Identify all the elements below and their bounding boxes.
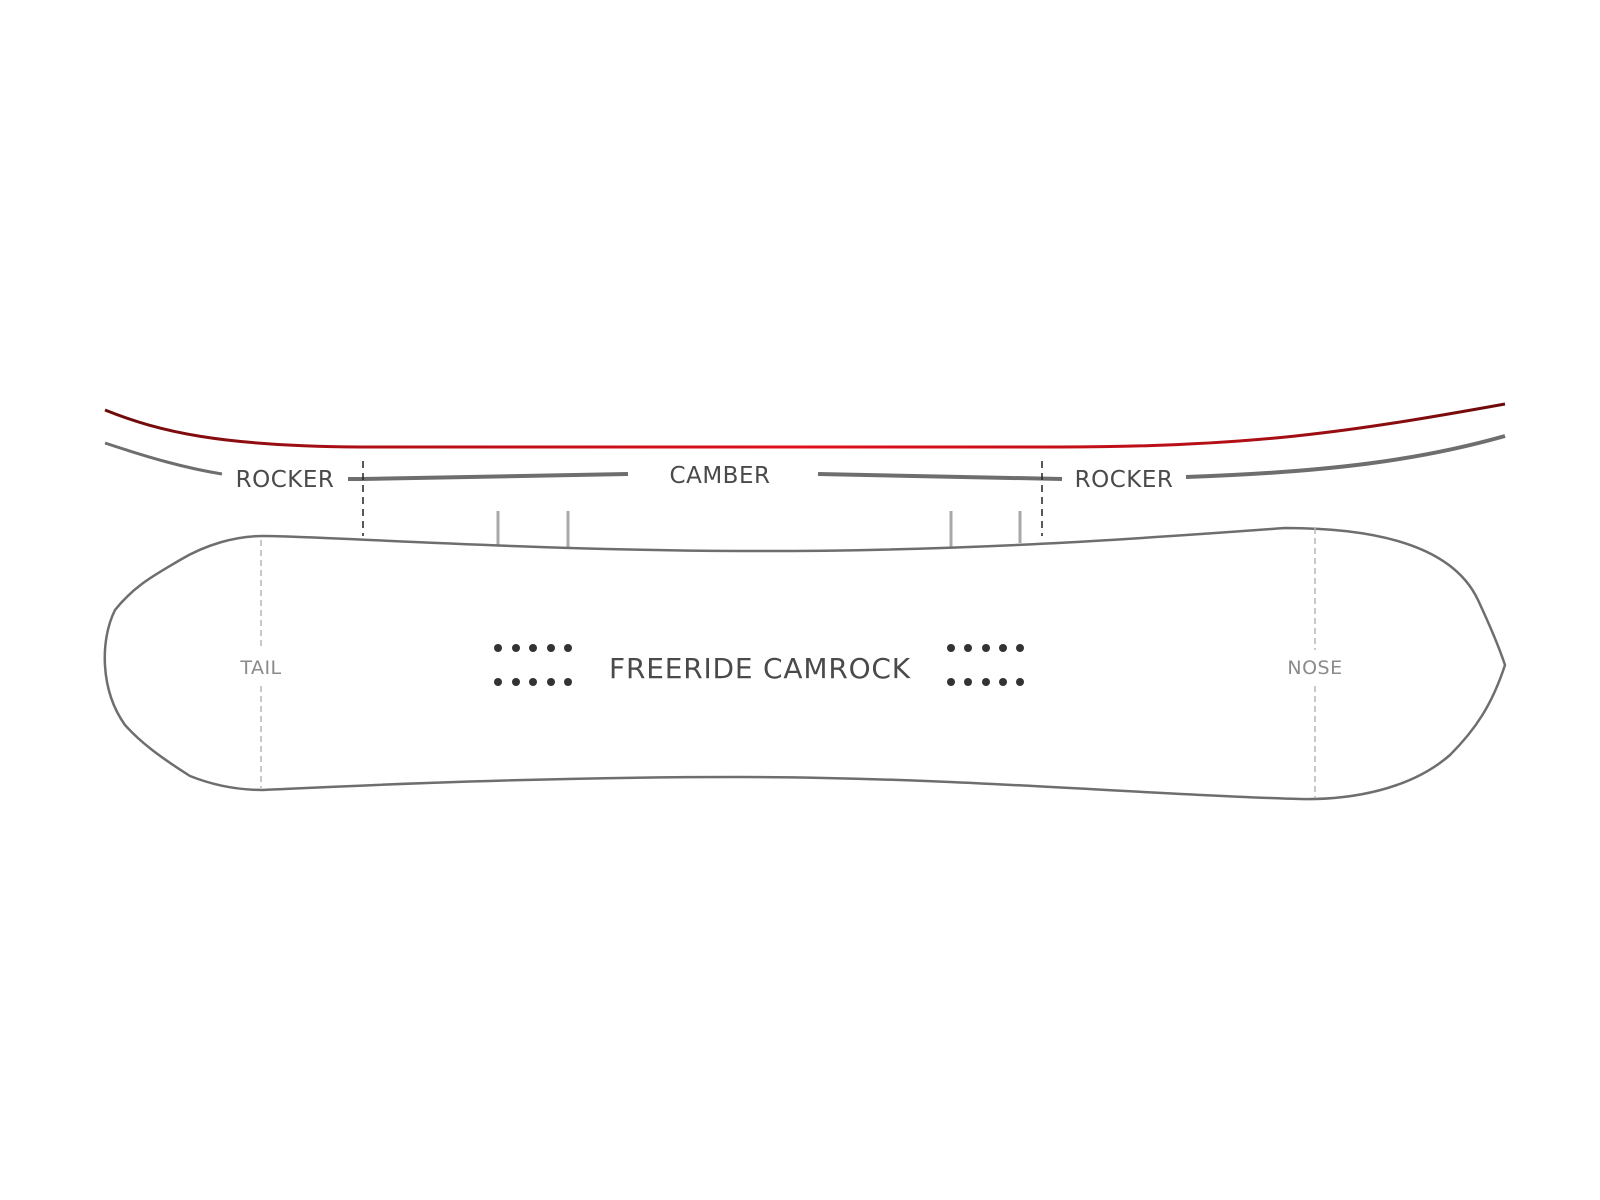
- nose-label: NOSE: [1287, 657, 1342, 679]
- insert-dot: [964, 678, 972, 686]
- insert-dot: [564, 644, 572, 652]
- profile-zone-line: [104, 434, 1506, 481]
- insert-dot: [1016, 644, 1024, 652]
- rocker-left-label: ROCKER: [236, 467, 335, 493]
- insert-dot: [964, 644, 972, 652]
- insert-dot: [947, 678, 955, 686]
- insert-dot: [999, 678, 1007, 686]
- camber-right-segment: [817, 472, 1063, 481]
- camber-label: CAMBER: [670, 463, 771, 489]
- insert-dot: [547, 644, 555, 652]
- insert-dot: [547, 678, 555, 686]
- right-insert-pattern-icon: [947, 644, 1024, 686]
- rocker-right-label: ROCKER: [1075, 467, 1174, 493]
- insert-dot: [999, 644, 1007, 652]
- insert-dot: [564, 678, 572, 686]
- left-insert-pattern-icon: [494, 644, 572, 686]
- insert-dot: [529, 678, 537, 686]
- insert-dot: [982, 644, 990, 652]
- board-title: FREERIDE CAMROCK: [609, 652, 911, 685]
- insert-dot: [947, 644, 955, 652]
- insert-dot: [494, 678, 502, 686]
- rocker-right-segment: [1185, 434, 1506, 479]
- insert-dot: [982, 678, 990, 686]
- rocker-left-segment: [104, 441, 223, 476]
- insert-dot: [1016, 678, 1024, 686]
- insert-dot: [512, 678, 520, 686]
- insert-dot: [529, 644, 537, 652]
- stance-markers: [496, 511, 1022, 549]
- camber-profile-line: [104, 402, 1506, 449]
- insert-dot: [512, 644, 520, 652]
- snowboard-outline: [103, 526, 1507, 801]
- camber-left-segment: [361, 472, 629, 481]
- tail-label: TAIL: [239, 657, 281, 679]
- insert-dot: [494, 644, 502, 652]
